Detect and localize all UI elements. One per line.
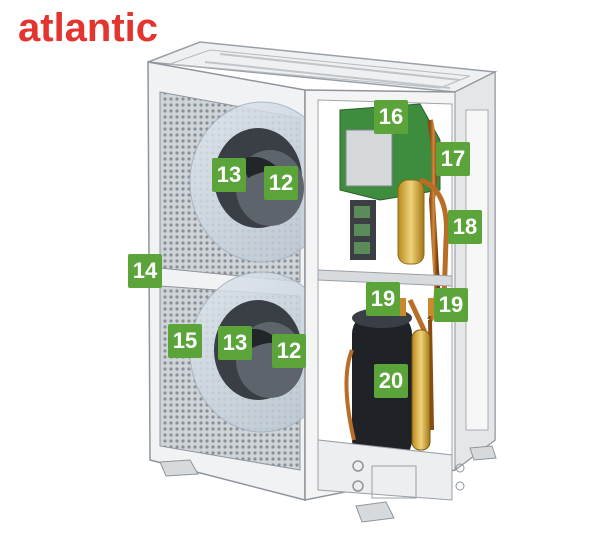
callout-17: 17 [436,142,470,176]
atlantic-logo: atlantic [18,6,159,50]
callout-19-right: 19 [434,288,468,322]
callout-19-left: 19 [366,282,400,316]
callout-20: 20 [374,364,408,398]
callout-16: 16 [374,100,408,134]
right-casing [304,70,496,501]
mounting-feet [159,445,497,523]
callout-14: 14 [128,254,162,288]
callout-12-bottom: 12 [272,334,306,368]
callout-13-bottom: 13 [218,326,252,360]
callout-15: 15 [168,324,202,358]
callout-12-top: 12 [264,166,298,200]
callout-18: 18 [448,210,482,244]
callout-13-top: 13 [212,158,246,192]
